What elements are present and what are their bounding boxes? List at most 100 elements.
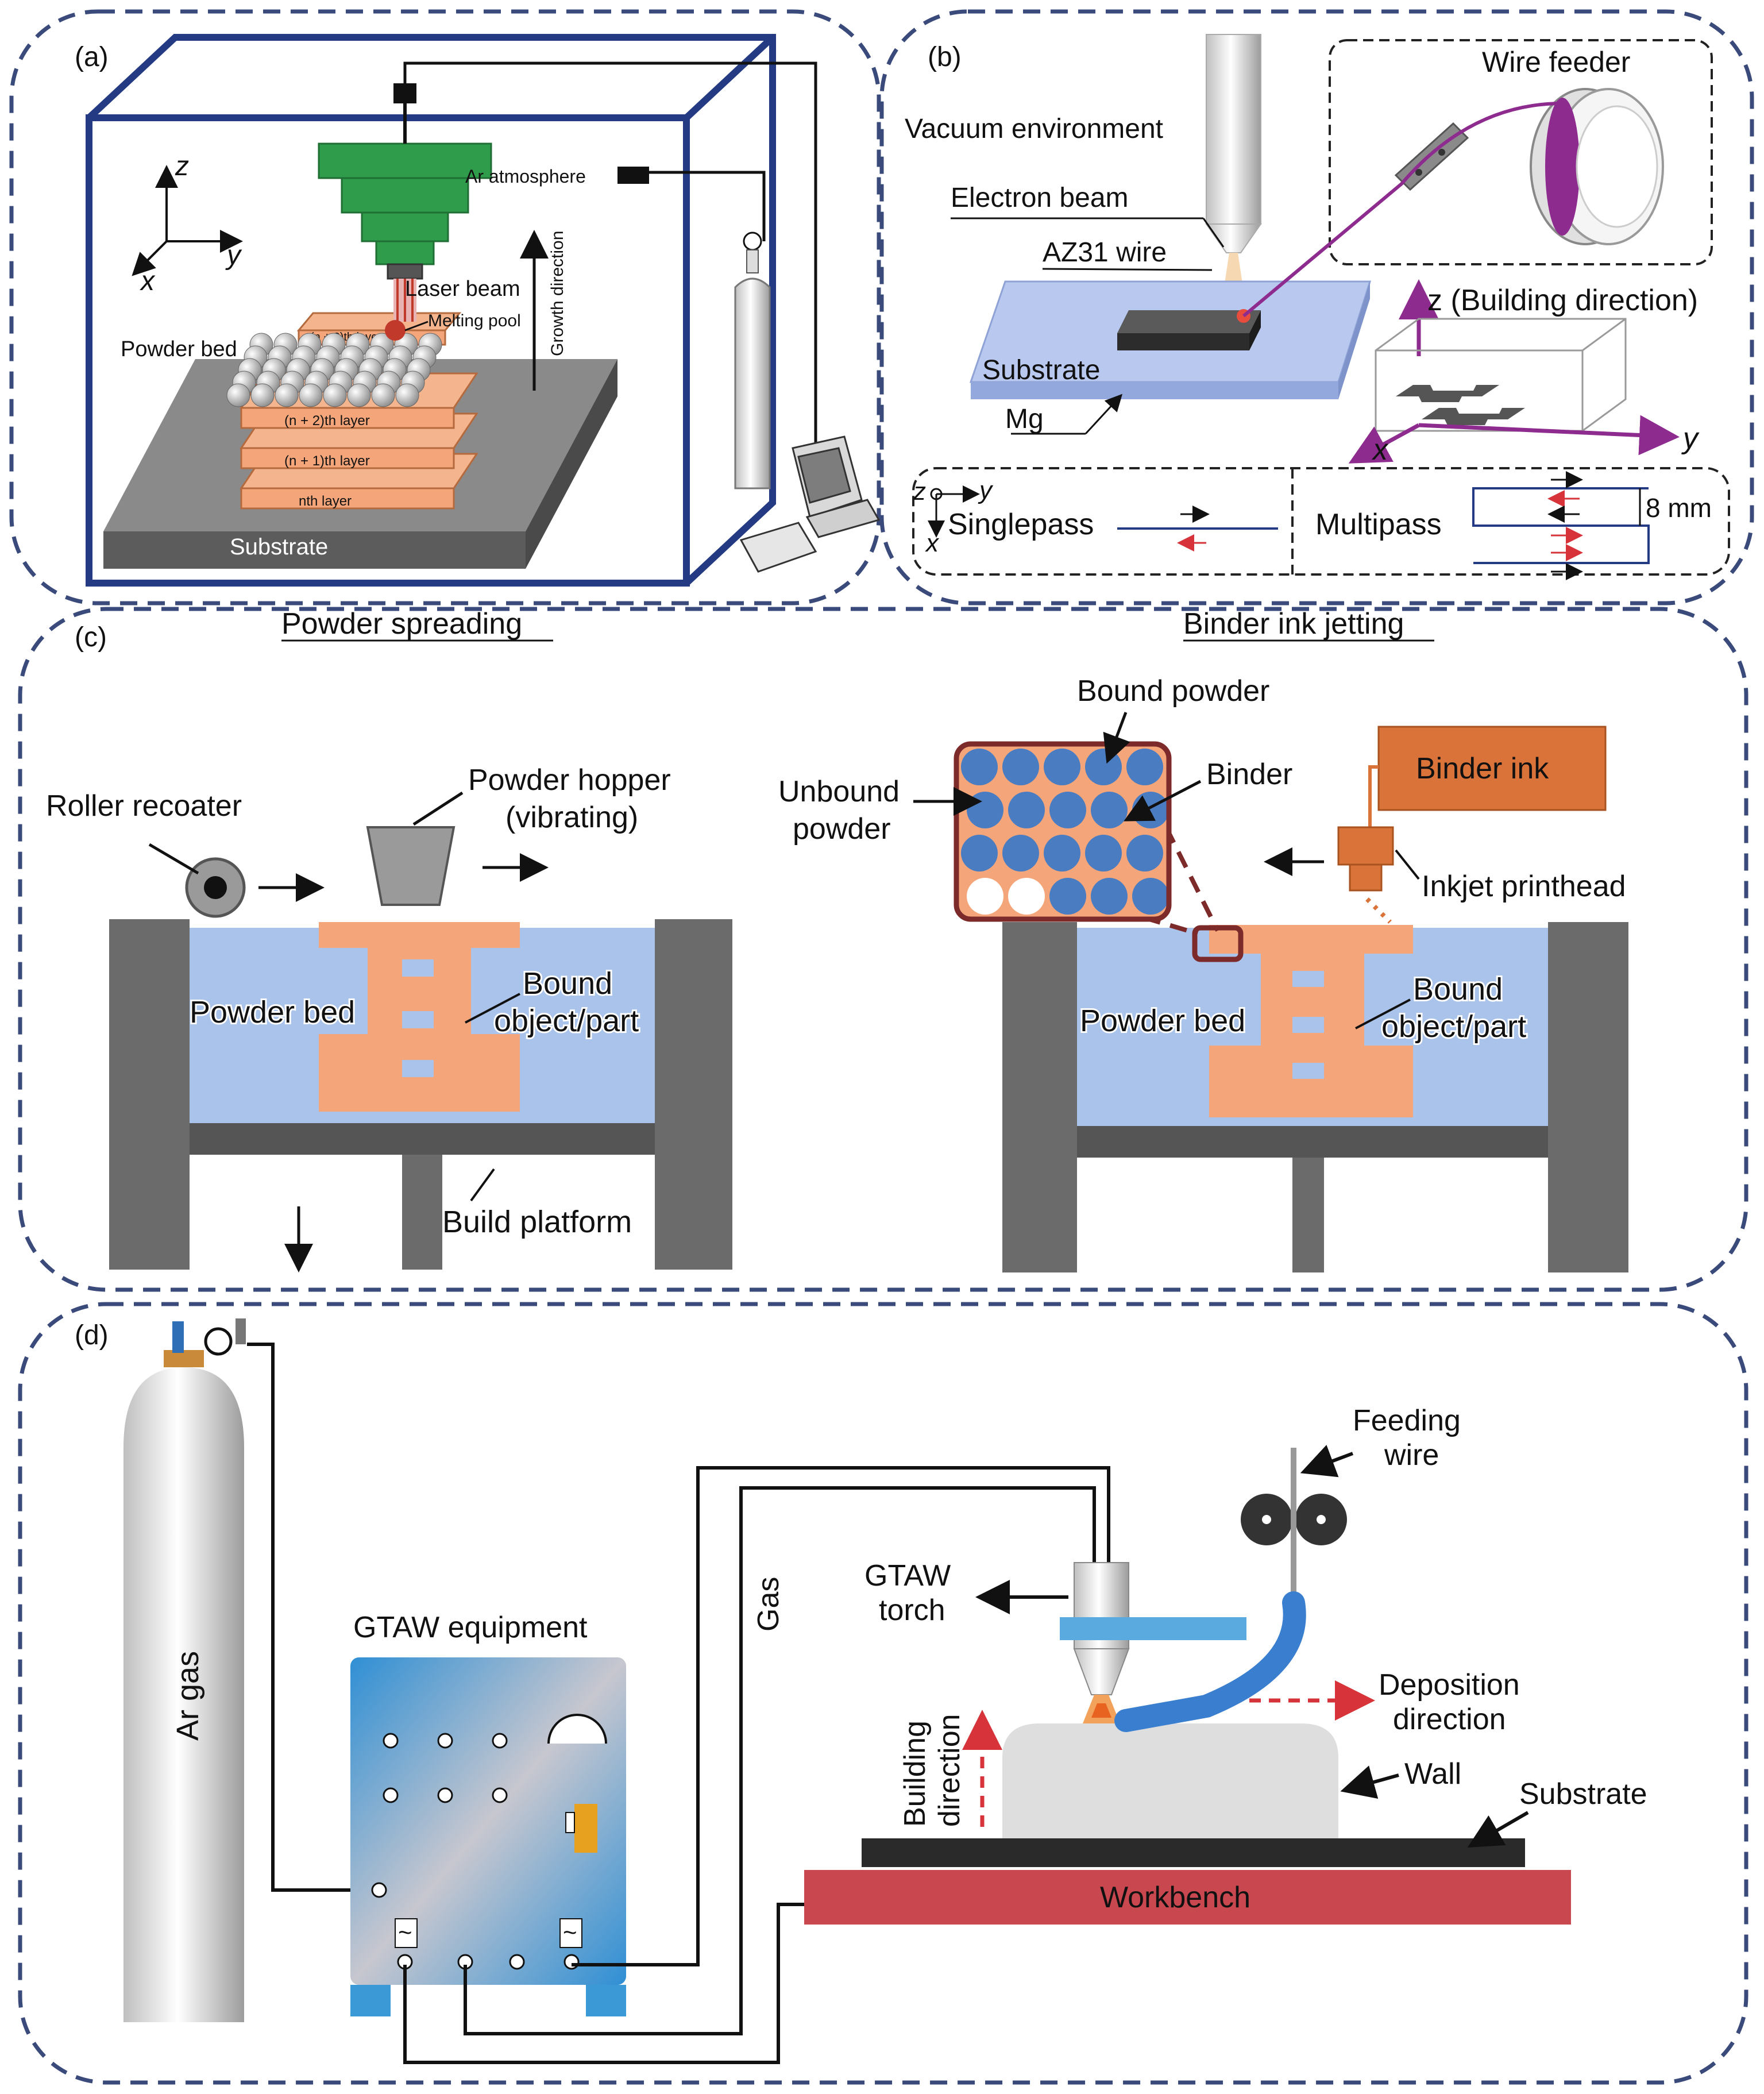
deposit-bar (1117, 310, 1261, 350)
bound-right-label-1: Bound (1413, 972, 1503, 1006)
x-axis-arrow-b (1348, 423, 1420, 464)
equipment-knob[interactable] (492, 1733, 508, 1749)
cable-gas (572, 1466, 1110, 1966)
equipment-knob[interactable] (437, 1787, 453, 1803)
powder-particle (961, 749, 998, 785)
axis-a-y: y (225, 240, 242, 271)
substrate-a-label: Substrate (230, 534, 328, 560)
equipment-knobs (371, 1733, 580, 1970)
powder-ball (395, 383, 419, 407)
powder-ball (371, 383, 395, 407)
mini-axis-z: z (913, 477, 926, 506)
az31-wire-label: AZ31 wire (1043, 237, 1167, 268)
ink-feed-line (1368, 765, 1379, 827)
multipass-label: Multipass (1315, 508, 1442, 541)
powder-ball (275, 383, 299, 407)
powder-particle (967, 792, 1003, 828)
electron-gun (1205, 34, 1262, 310)
axis-b-y: y (1681, 422, 1700, 455)
equipment-knob[interactable] (371, 1882, 387, 1898)
powder-particle (1126, 835, 1163, 871)
mg-label: Mg (1005, 404, 1044, 434)
roller-core (204, 876, 227, 899)
ar-gas-line (649, 171, 766, 241)
panel-c-label: (c) (75, 622, 107, 653)
ar-inlet-connector (617, 167, 649, 184)
powder-particle (1091, 792, 1128, 828)
equipment-knob[interactable] (383, 1787, 399, 1803)
build-platform-label: Build platform (442, 1205, 632, 1239)
computer-icon (739, 435, 881, 573)
electron-beam-leader-2 (1202, 218, 1225, 248)
powder-ball (226, 383, 250, 407)
bound-left-label-2: object/part (494, 1004, 639, 1038)
powder-particle (1044, 749, 1080, 785)
az31-leader (1042, 268, 1213, 271)
equipment-knob[interactable] (563, 1954, 580, 1970)
equipment-knob[interactable] (492, 1787, 508, 1803)
inkjet-printhead-label: Inkjet printhead (1422, 870, 1626, 903)
equipment-knob[interactable] (437, 1733, 453, 1749)
layer-n2-label: (n + 2)th layer (284, 413, 370, 429)
bound-powder-inset (954, 741, 1172, 922)
zoom-line-2 (1164, 826, 1220, 932)
powder-bed-a-label: Powder bed (121, 337, 237, 361)
equipment-knob[interactable] (383, 1733, 399, 1749)
feeding-wire-label-1: Feeding (1353, 1404, 1461, 1437)
wall-leader (1340, 1765, 1399, 1799)
bound-left-leader (465, 993, 520, 1024)
gtaw-torch-label-1: GTAW (864, 1559, 951, 1592)
powder-bed-right-label: Powder bed (1080, 1004, 1245, 1038)
feeding-wire-label-2: wire (1384, 1439, 1439, 1472)
laser-head (318, 142, 492, 280)
feed-rollers (1241, 1494, 1347, 1545)
powder-particle (1085, 749, 1122, 785)
gas-label: Gas (752, 1577, 785, 1632)
panel-c: (c) Powder spreading Binder ink jetting … (18, 607, 1748, 1292)
mg-leader-arrow (1084, 394, 1123, 435)
panel-b-border (879, 9, 1754, 606)
unbound-label-2: powder (793, 812, 891, 846)
gas-cylinder-a (734, 232, 771, 489)
mini-axis-y: y (978, 476, 994, 504)
platform-leader (470, 1168, 495, 1202)
binder-ink-label: Binder ink (1416, 752, 1549, 785)
bound-right-leader (1355, 998, 1411, 1029)
powder-particle (1132, 792, 1169, 828)
powder-hopper-icon (366, 826, 456, 906)
gtaw-equipment-label: GTAW equipment (353, 1611, 588, 1644)
multipass-track (1472, 487, 1650, 564)
building-label-1: Building (898, 1721, 932, 1827)
substrate-d-leader (1467, 1811, 1529, 1848)
workbench-block (804, 1870, 1571, 1925)
hopper-leader (412, 791, 464, 826)
bound-powder-label: Bound powder (1077, 674, 1269, 708)
axis-b-x: x (1371, 433, 1389, 466)
substrate-strip (862, 1838, 1525, 1867)
powder-particle (1132, 878, 1169, 915)
inkjet-printhead-icon (1337, 826, 1394, 892)
powder-particle (1091, 878, 1128, 915)
equipment-knob[interactable] (509, 1954, 525, 1970)
axis-a-z: z (175, 151, 189, 182)
laser-connector (393, 83, 416, 103)
melting-pool-leader (404, 321, 429, 331)
powder-hopper-label-2: (vibrating) (505, 801, 638, 834)
powder-particle (961, 835, 998, 871)
feeding-wire-leader (1300, 1445, 1354, 1478)
axes-a (132, 165, 243, 276)
z-building-label: z (Building direction) (1427, 284, 1698, 317)
gtaw-torch (1060, 1562, 1246, 1723)
panel-a: (a) z y x Substrate (9, 9, 881, 606)
wire-spool (1530, 88, 1664, 245)
electron-beam-label: Electron beam (951, 183, 1129, 213)
powder-spreading-title: Powder spreading (281, 607, 522, 641)
ac-symbol-1: ~ (398, 1919, 412, 1946)
wall-label: Wall (1404, 1757, 1461, 1791)
powder-particle (1008, 792, 1045, 828)
powder-ball (250, 383, 275, 407)
wire-feeder-label: Wire feeder (1482, 46, 1630, 78)
bound-left-label-1: Bound (523, 966, 612, 1001)
gtaw-torch-label-2: torch (879, 1594, 945, 1627)
right-build-machine (1002, 922, 1628, 1272)
